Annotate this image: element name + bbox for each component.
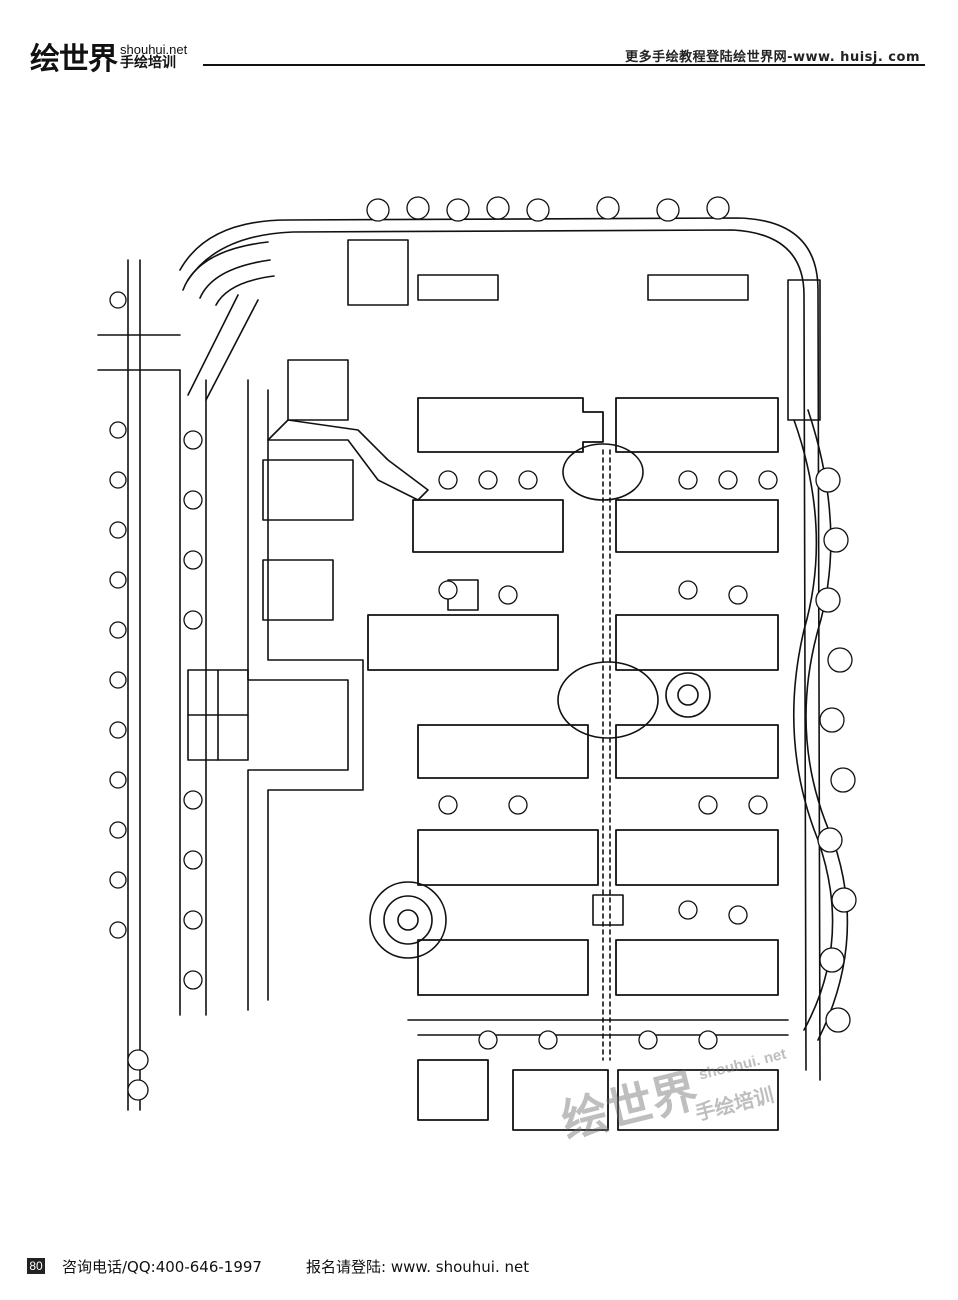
logo-side: shouhui.net 手绘培训 [120, 43, 187, 70]
logo-subtitle: 手绘培训 [120, 54, 176, 71]
header-rule [203, 64, 925, 66]
logo-url: shouhui.net [120, 41, 188, 57]
contact-info: 咨询电话/QQ:400-646-1997 [62, 1258, 262, 1276]
header-tagline: 更多手绘教程登陆绘世界网-www. huisj. com [625, 50, 920, 65]
page-number: 80 [27, 1258, 45, 1274]
logo-main-text: 绘世界 [30, 42, 118, 77]
page-header: 绘世界 shouhui.net 手绘培训 更多手绘教程登陆绘世界网-www. h… [0, 0, 958, 80]
page-footer: 80 咨询电话/QQ:400-646-1997 报名请登陆: www. shou… [0, 1250, 958, 1290]
register-link-text: 报名请登陆: www. shouhui. net [306, 1258, 530, 1276]
site-plan-drawing [97, 196, 857, 1131]
logo: 绘世界 shouhui.net 手绘培训 [30, 34, 187, 78]
